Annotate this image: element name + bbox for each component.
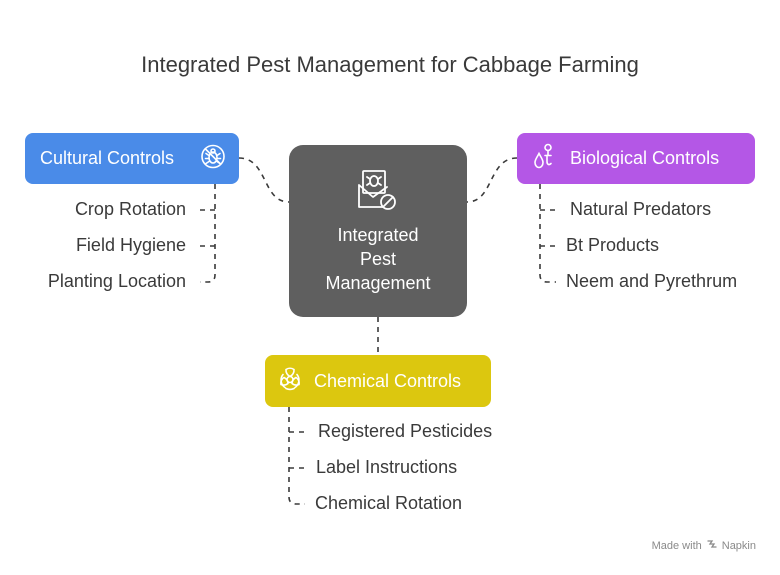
center-label-line-2: Pest — [359, 249, 397, 269]
cultural-controls-box: Cultural Controls — [25, 133, 239, 184]
biohazard-icon — [275, 364, 305, 399]
biological-controls-label: Biological Controls — [570, 148, 720, 168]
biological-item: Neem and Pyrethrum — [566, 271, 738, 291]
center-node: Integrated Pest Management — [289, 145, 467, 317]
credit-brand: Napkin — [721, 539, 756, 552]
cultural-item: Planting Location — [47, 271, 186, 291]
chemical-item: Chemical Rotation — [315, 493, 463, 513]
chemical-controls-label: Chemical Controls — [314, 370, 462, 391]
pest-report-icon — [353, 167, 403, 222]
center-label-line-3: Management — [325, 273, 431, 293]
no-bug-icon — [199, 142, 227, 175]
napkin-logo-icon — [706, 538, 718, 553]
dropper-icon — [531, 141, 559, 176]
chemical-controls-box: Chemical Controls — [265, 355, 491, 407]
cultural-controls-label: Cultural Controls — [40, 148, 175, 168]
chemical-item: Registered Pesticides — [318, 421, 493, 441]
diagram-title: Integrated Pest Management for Cabbage F… — [141, 52, 639, 77]
biological-item: Natural Predators — [570, 199, 712, 219]
biological-item: Bt Products — [566, 235, 660, 255]
cultural-item: Field Hygiene — [75, 235, 186, 255]
credit-text: Made with — [651, 539, 702, 552]
chemical-item: Label Instructions — [316, 457, 458, 477]
made-with-napkin-credit: Made with Napkin — [652, 538, 756, 553]
cultural-item: Crop Rotation — [74, 199, 186, 219]
biological-controls-box: Biological Controls — [517, 133, 755, 184]
center-label-line-1: Integrated — [337, 225, 419, 245]
